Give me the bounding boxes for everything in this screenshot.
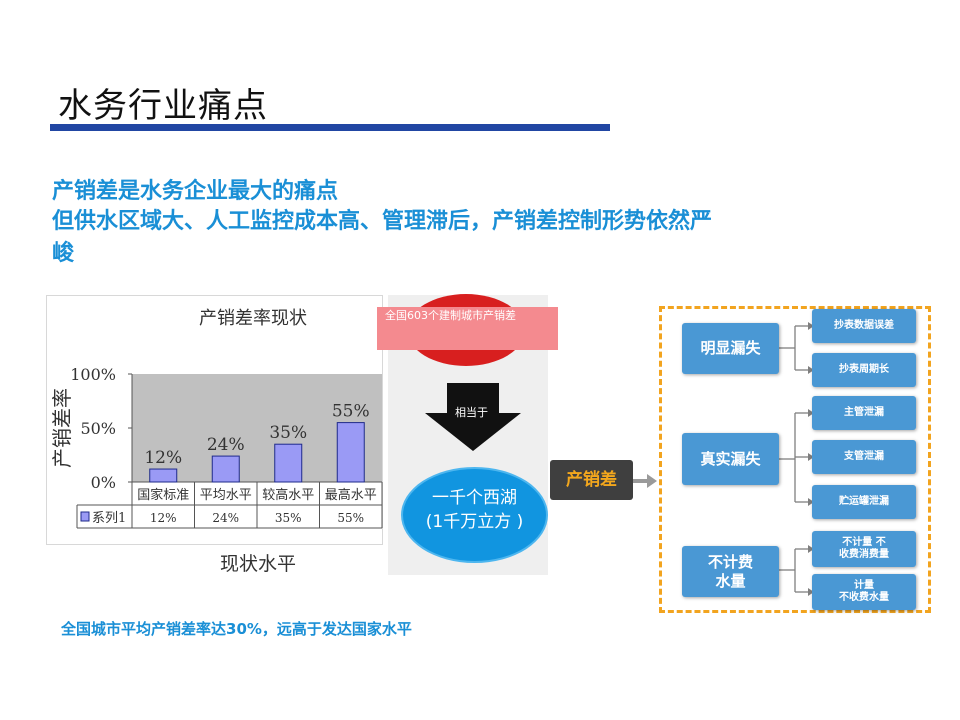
subtitle-line-3: 峻: [52, 241, 75, 266]
item-unmetered-unbilled: 不计量 不 收费消费量: [812, 531, 916, 567]
group-unbilled-water: 不计费 水量: [682, 546, 779, 597]
item-meter-reading-error: 抄表数据误差: [812, 309, 916, 343]
item-long-reading-cycle: 抄表周期长: [812, 353, 916, 387]
group-real-loss: 真实漏失: [682, 433, 779, 485]
category-label: 最高水平: [325, 487, 377, 503]
title-underline: [50, 124, 610, 131]
bar-data-label: 35%: [269, 423, 307, 443]
bar: [336, 422, 365, 483]
item-metered-unbilled: 计量 不收费水量: [812, 574, 916, 610]
legend-swatch: [80, 511, 90, 522]
arrow-label: 相当于: [455, 406, 488, 419]
y-tick-label: 50%: [80, 419, 116, 438]
bar-data-label: 24%: [207, 435, 245, 455]
page-title: 水务行业痛点: [58, 86, 268, 126]
category-label: 国家标准: [137, 487, 189, 503]
item-metered-line-1: 计量: [854, 580, 874, 591]
chart-x-title: 现状水平: [220, 553, 297, 575]
footnote: 全国城市平均产销差率达30%，远高于发达国家水平: [61, 620, 412, 638]
bar-data-label: 55%: [332, 402, 370, 422]
lake-line-2: (1千万立方 ): [425, 512, 524, 532]
legend-series-name: 系列1: [92, 511, 126, 526]
y-tick-label: 0%: [91, 473, 116, 492]
subtitle-line-2: 但供水区域大、人工监控成本高、管理滞后，产销差控制形势依然严: [52, 209, 713, 234]
group-obvious-loss: 明显漏失: [682, 323, 779, 374]
item-branch-pipe-leak: 支管泄漏: [812, 440, 916, 474]
table-value: 35%: [275, 511, 302, 525]
arrow-right-icon: [633, 474, 657, 488]
bar-data-label: 12%: [144, 448, 182, 468]
item-main-pipe-leak: 主管泄漏: [812, 396, 916, 430]
category-label: 较高水平: [262, 487, 314, 503]
subtitle-line-1: 产销差是水务企业最大的痛点: [52, 179, 339, 204]
lake-oval: 一千个西湖 (1千万立方 ): [401, 467, 548, 563]
chart-y-title: 产销差率: [50, 388, 74, 468]
group-unbilled-line-2: 水量: [715, 571, 746, 590]
chart-canvas: 产销差率现状产销差率 100% 50% 0% 12% 24% 35% 55% 国家标准平均水平较…: [50, 308, 383, 529]
bar: [149, 468, 178, 483]
arrow-down-icon: [425, 383, 521, 451]
center-label-box: 产销差: [550, 460, 633, 500]
lake-line-1: 一千个西湖: [432, 488, 517, 508]
group-unbilled-line-1: 不计费: [707, 552, 753, 571]
item-unmetered-line-1: 不计量 不: [842, 537, 886, 548]
table-value: 12%: [150, 511, 177, 525]
bar-chart: 产销差率现状产销差率 100% 50% 0% 12% 24% 35% 55% 国家标准平均水平较…: [46, 295, 383, 545]
category-label: 平均水平: [200, 488, 252, 503]
bar: [211, 455, 240, 483]
classification-frame: [659, 306, 931, 613]
item-tank-leak: 贮运罐泄漏: [812, 485, 916, 519]
city-label: 全国603个建制城市产销差: [377, 307, 558, 350]
bar: [274, 443, 303, 483]
item-metered-line-2: 不收费水量: [839, 592, 889, 603]
chart-title: 产销差率现状: [199, 308, 307, 329]
y-tick-label: 100%: [70, 365, 116, 384]
table-value: 55%: [337, 511, 364, 525]
item-unmetered-line-2: 收费消费量: [839, 549, 889, 560]
table-value: 24%: [212, 511, 239, 525]
